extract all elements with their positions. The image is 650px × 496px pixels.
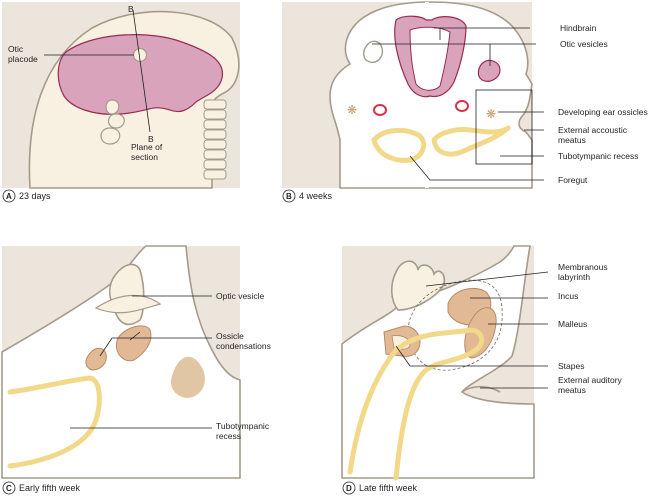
tubotympanic-recess-c xyxy=(7,375,102,469)
membranous-labyrinth-shape xyxy=(390,260,446,311)
embryo-neural-tube xyxy=(57,34,224,115)
labyrinth-leader xyxy=(425,271,549,287)
panel-d-caption: Late fifth week xyxy=(359,483,418,493)
b-top-label: B xyxy=(128,4,134,14)
panel-c-caption: Early fifth week xyxy=(19,483,81,493)
stapes-label: Stapes xyxy=(558,361,584,371)
ossicle-speck-left: ❋ xyxy=(347,103,357,117)
section-c-tissue xyxy=(1,245,241,479)
panel-b-letter: B xyxy=(286,192,292,201)
panel-b: ❋ ❋ Hindbrain Otic vesicles Developing e… xyxy=(282,1,648,203)
optic-vesicle-tail xyxy=(94,294,162,314)
foregut-label: Foregut xyxy=(558,175,588,185)
panel-a-caption: 23 days xyxy=(19,191,51,201)
panel-a-letter: A xyxy=(6,192,12,201)
inset-box xyxy=(475,89,533,165)
panel-c-letter: C xyxy=(6,484,12,493)
ossicle-speck-right: ❋ xyxy=(486,107,496,121)
foregut-left xyxy=(371,128,427,163)
panel-b-caption: 4 weeks xyxy=(299,191,333,201)
optic-vesicle-label: Optic vesicle xyxy=(216,291,264,301)
dorsal-aorta-right xyxy=(455,100,469,112)
panel-d-letter: D xyxy=(346,484,352,493)
stapes-leader xyxy=(395,345,548,367)
dorsal-aorta-left xyxy=(373,104,387,116)
ossicle-cond-leader-2 xyxy=(129,331,141,341)
b-bottom-label: B xyxy=(148,134,154,144)
otic-vesicles-label: Otic vesicles xyxy=(560,39,608,49)
external-meatus-notch xyxy=(461,385,501,393)
panel-a-badge xyxy=(2,189,16,203)
panel-d-badge xyxy=(342,481,356,495)
ossicle-cond-leader xyxy=(99,337,212,357)
panel-b-badge xyxy=(282,189,296,203)
developing-ossicles-label: Developing ear ossicles xyxy=(558,107,648,117)
meatus-invagination xyxy=(170,356,205,398)
panel-c-badge xyxy=(2,481,16,495)
plane-of-section-line xyxy=(132,9,151,133)
malleus-label: Malleus xyxy=(558,319,587,329)
tubotympanic-recess-d xyxy=(347,327,485,481)
tubotympanic-recess-b xyxy=(431,125,511,157)
foregut-leader xyxy=(409,155,544,181)
tubotympanic-recess-b-label: Tubotympanic recess xyxy=(558,151,638,161)
pharyngeal-arches xyxy=(100,99,125,145)
otic-vesicle-left xyxy=(363,40,384,63)
otic-vesicle-right xyxy=(477,59,501,82)
somites xyxy=(203,99,227,180)
middle-ear-boundary xyxy=(407,279,503,371)
ossicle-condensation-large xyxy=(116,325,152,362)
incus-label: Incus xyxy=(558,291,578,301)
hindbrain-label: Hindbrain xyxy=(560,23,597,33)
